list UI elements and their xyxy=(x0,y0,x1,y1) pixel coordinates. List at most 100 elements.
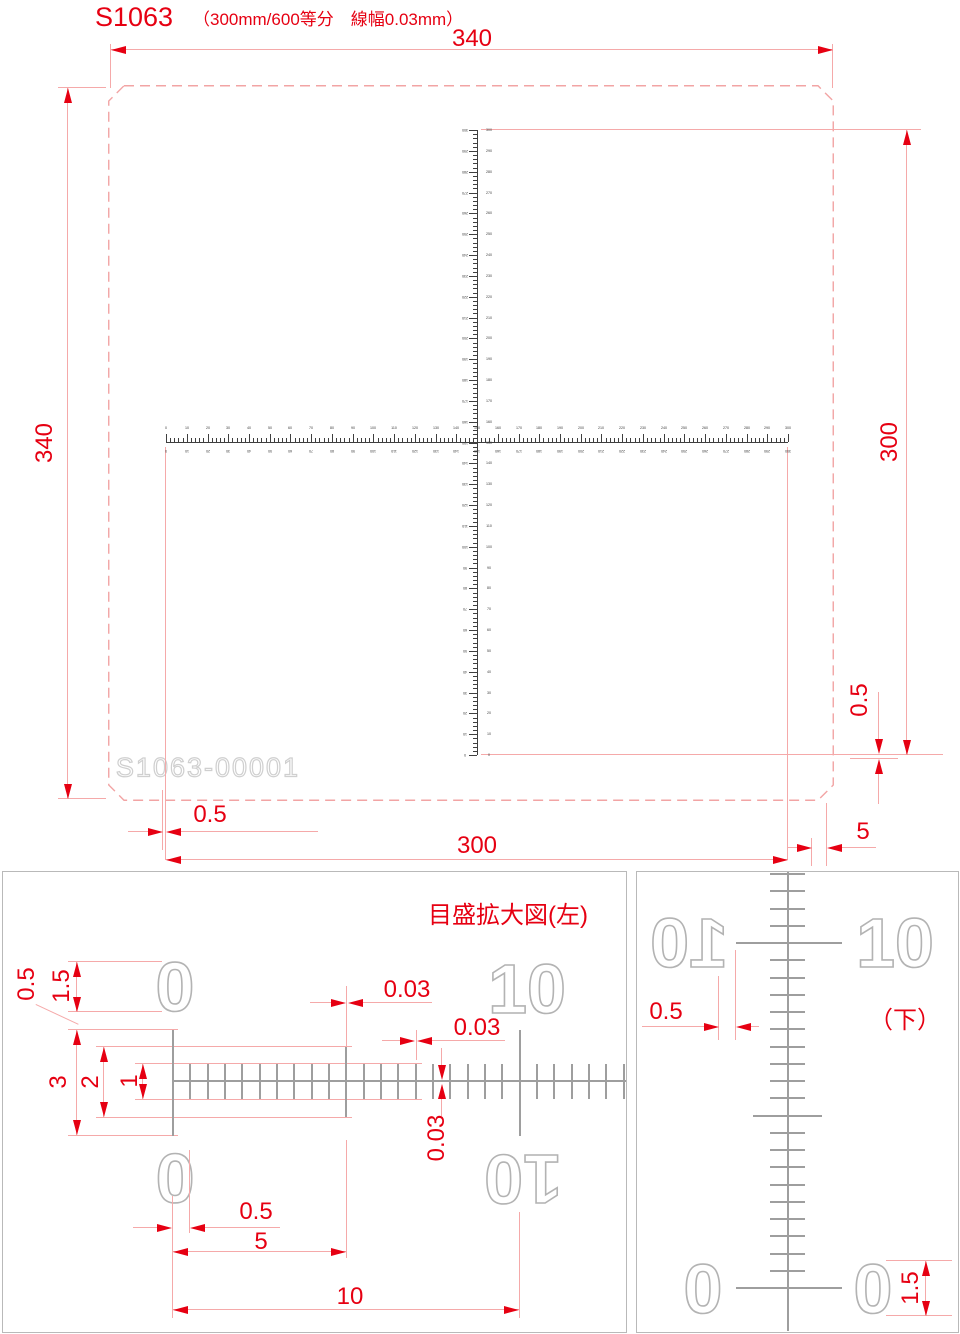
dim-line xyxy=(76,1030,77,1135)
dim-line-width: 0.03 xyxy=(383,976,431,1003)
h-ruler-tick xyxy=(265,438,267,442)
h-ruler-tick xyxy=(336,438,337,442)
dim-line xyxy=(181,831,318,832)
dim-right: 300 xyxy=(876,421,903,463)
v-ruler-tick xyxy=(473,675,477,677)
extension-line xyxy=(832,44,833,88)
v-tick-label: 110 xyxy=(486,523,492,528)
v-ruler-tick xyxy=(473,388,477,390)
h-ruler-tick xyxy=(282,438,284,442)
dim-ten-mm: 10 xyxy=(336,1283,364,1310)
h-ruler-tick xyxy=(647,438,648,442)
dim-line xyxy=(173,1251,346,1252)
v-ruler-tick xyxy=(473,480,477,481)
detail-short-tick xyxy=(328,1064,330,1099)
h-tick-label: 80 xyxy=(329,425,334,430)
h-tick-label: 220 xyxy=(619,425,626,430)
h-tick-label-flipped: 270 xyxy=(722,449,729,454)
h-tick-label: 190 xyxy=(556,425,563,430)
h-ruler-tick xyxy=(414,434,416,442)
v-tick-label-flipped: 0 xyxy=(464,753,467,758)
detail-short-tick xyxy=(241,1064,244,1099)
dim-five-mm: 5 xyxy=(254,1228,268,1255)
arrow xyxy=(166,828,181,836)
detail-short-tick xyxy=(622,1064,625,1099)
v-ruler-tick xyxy=(473,721,477,723)
v-ruler-tick xyxy=(473,655,477,656)
h-ruler-tick xyxy=(186,434,188,442)
v-ruler-tick xyxy=(473,517,477,519)
h-tick-label-flipped: 250 xyxy=(681,449,688,454)
arrow xyxy=(417,1037,432,1045)
v-tick-label-flipped: 290 xyxy=(461,148,469,154)
v-tick-label: 270 xyxy=(485,190,493,195)
arrow xyxy=(704,1023,719,1031)
h-ruler-tick xyxy=(190,438,192,442)
arrow xyxy=(100,1102,108,1117)
h-ruler-tick xyxy=(638,438,640,442)
left-panel-title: 目盛拡大図(左) xyxy=(428,902,588,929)
detail-short-tick xyxy=(770,1131,805,1134)
left-detail-panel xyxy=(2,871,627,1333)
h-ruler-tick xyxy=(559,434,561,442)
dim-line xyxy=(165,859,788,860)
detail-short-tick xyxy=(206,1064,209,1099)
h-ruler-tick xyxy=(244,438,246,442)
h-ruler-tick xyxy=(746,434,748,442)
v-ruler-tick xyxy=(473,471,477,473)
dim-top: 340 xyxy=(451,25,493,52)
v-ruler-tick xyxy=(473,221,477,223)
dim-line xyxy=(788,847,797,848)
h-ruler-tick xyxy=(211,438,213,442)
h-ruler-tick xyxy=(290,434,292,442)
v-tick-label: 220 xyxy=(485,294,493,299)
v-tick-label-flipped: 250 xyxy=(461,232,469,237)
v-ruler-tick xyxy=(473,175,477,177)
v-tick-label-flipped: 210 xyxy=(461,315,469,320)
dim-line xyxy=(382,1040,400,1041)
h-tick-label: 110 xyxy=(391,425,397,430)
dim-line xyxy=(441,1048,442,1065)
h-tick-label: 260 xyxy=(702,425,709,430)
digit-ten: 10 xyxy=(487,950,566,1028)
detail-short-tick xyxy=(770,873,805,875)
v-tick-label: 300 xyxy=(485,127,493,132)
h-tick-label: 60 xyxy=(288,425,293,430)
h-tick-label-flipped: 130 xyxy=(432,449,439,454)
h-ruler-tick xyxy=(688,438,690,442)
v-tick-label-flipped: 270 xyxy=(461,190,469,195)
h-ruler-tick xyxy=(360,438,362,442)
detail-short-tick xyxy=(770,1062,805,1065)
h-ruler-tick xyxy=(369,438,371,442)
h-ruler-tick xyxy=(725,434,727,442)
v-ruler-tick xyxy=(469,630,477,631)
v-ruler-tick xyxy=(473,563,477,565)
arrow xyxy=(797,844,812,852)
extension-line xyxy=(162,790,163,850)
v-ruler-tick xyxy=(469,255,477,256)
detail-short-tick xyxy=(431,1064,434,1099)
h-tick-label: 210 xyxy=(598,425,605,430)
v-ruler-tick xyxy=(473,455,477,456)
extension-line xyxy=(826,803,827,866)
detail-short-tick xyxy=(483,1064,486,1099)
detail-long-tick xyxy=(736,1287,842,1289)
dim-number-height: 1.5 xyxy=(897,1271,924,1305)
extension-line xyxy=(481,754,943,755)
v-ruler-tick xyxy=(473,459,477,461)
v-ruler-tick xyxy=(473,155,477,156)
h-ruler-tick xyxy=(783,438,785,442)
h-ruler-tick xyxy=(174,438,176,442)
v-ruler-tick xyxy=(473,730,477,731)
v-tick-label-flipped: 110 xyxy=(462,523,468,529)
v-ruler-tick xyxy=(473,596,477,598)
detail-short-tick xyxy=(770,1269,805,1272)
v-tick-label: 240 xyxy=(485,252,493,257)
v-ruler-tick xyxy=(473,280,477,281)
dim-line xyxy=(925,1261,926,1316)
v-ruler-tick xyxy=(473,300,477,302)
h-ruler-tick xyxy=(771,438,773,442)
v-ruler-tick xyxy=(473,605,477,606)
detail-centerline xyxy=(787,872,789,1331)
v-ruler-tick xyxy=(473,680,477,681)
